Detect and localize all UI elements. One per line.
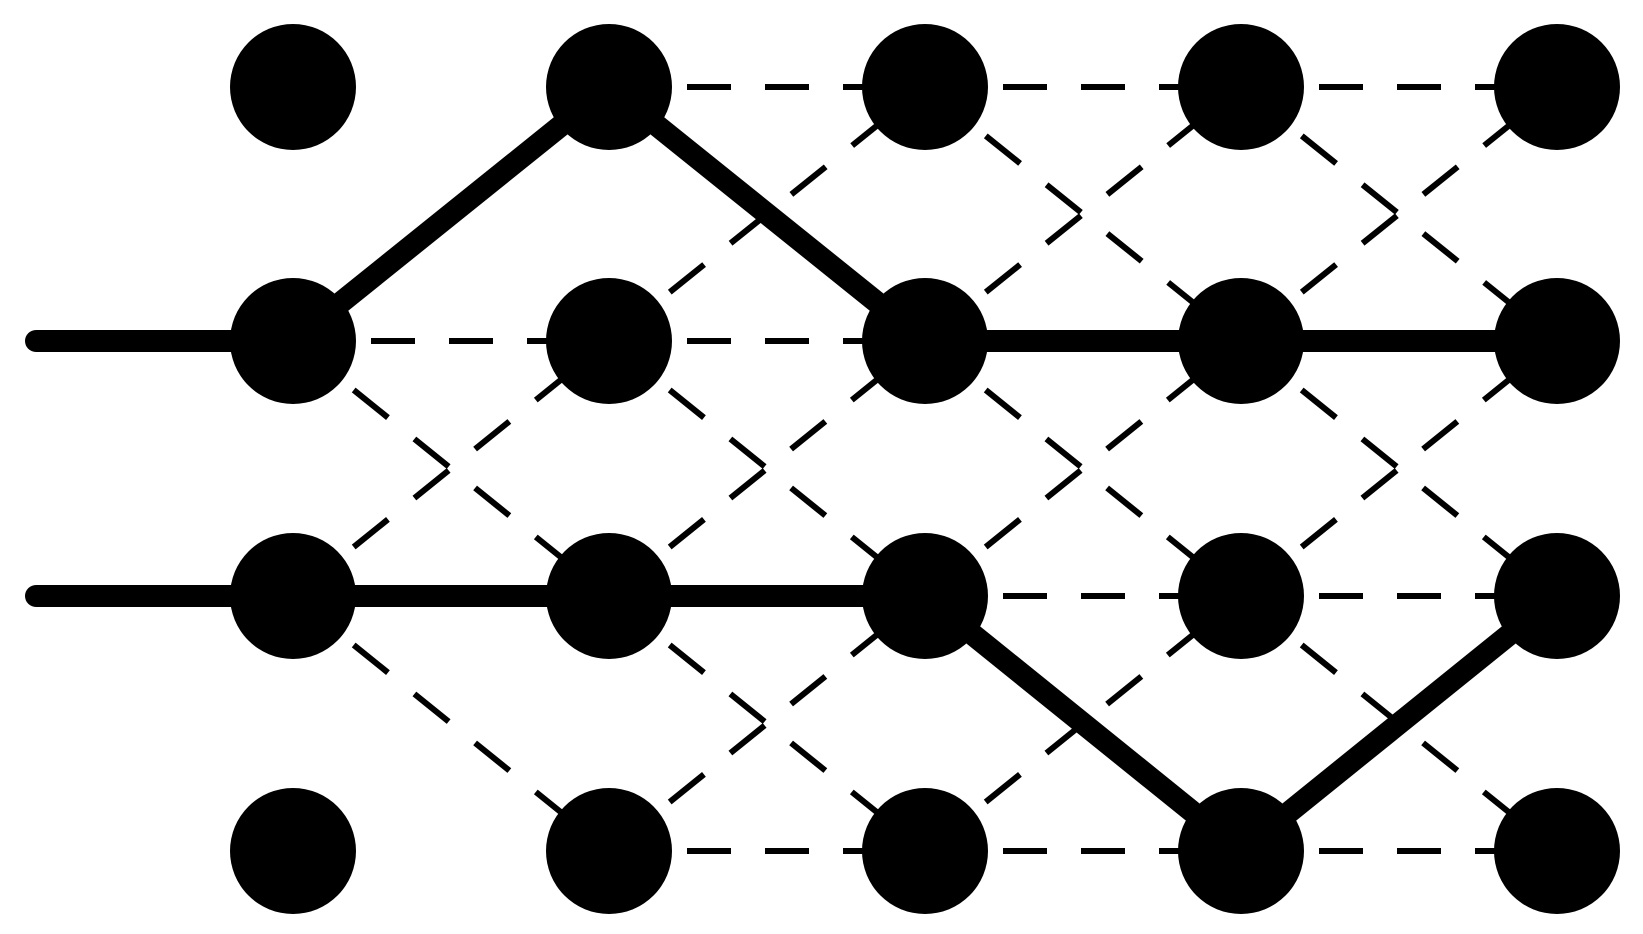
trellis-nodes-group [230, 24, 1620, 914]
trellis-node-s2-r3 [862, 788, 988, 914]
dashed-transition-3 [291, 593, 611, 854]
trellis-node-s0-r2 [230, 533, 356, 659]
trellis-node-s4-r1 [1494, 278, 1620, 404]
dashed-transition-8 [607, 338, 927, 599]
dashed-transition-16 [923, 338, 1243, 599]
trellis-node-s0-r1 [230, 278, 356, 404]
dashed-transition-21 [1239, 84, 1559, 344]
dashed-transition-7 [607, 338, 927, 599]
trellis-node-s0-r0 [230, 24, 356, 150]
dashed-transition-5 [607, 84, 927, 344]
trellis-node-s1-r3 [546, 788, 672, 914]
trellis-node-s3-r2 [1178, 533, 1304, 659]
trellis-node-s1-r1 [546, 278, 672, 404]
trellis-node-s4-r2 [1494, 533, 1620, 659]
dashed-transition-26 [1239, 593, 1559, 854]
dashed-transition-14 [923, 84, 1243, 344]
dashed-transition-18 [923, 593, 1243, 854]
trellis-node-s2-r1 [862, 278, 988, 404]
dashed-transition-9 [607, 593, 927, 854]
dashed-transition-15 [923, 338, 1243, 599]
trellis-node-s2-r2 [862, 533, 988, 659]
dashed-transition-13 [923, 84, 1243, 344]
trellis-node-s3-r0 [1178, 24, 1304, 150]
dashed-transition-2 [291, 338, 611, 599]
dashed-transition-24 [1239, 338, 1559, 599]
dashed-transition-1 [291, 338, 611, 599]
trellis-node-s4-r3 [1494, 788, 1620, 914]
trellis-node-s0-r3 [230, 788, 356, 914]
dashed-transition-23 [1239, 338, 1559, 599]
trellis-node-s3-r1 [1178, 278, 1304, 404]
dashed-transition-22 [1239, 84, 1559, 344]
trellis-node-s1-r0 [546, 24, 672, 150]
trellis-node-s4-r0 [1494, 24, 1620, 150]
trellis-node-s2-r0 [862, 24, 988, 150]
dashed-transition-10 [607, 593, 927, 854]
trellis-node-s1-r2 [546, 533, 672, 659]
survivor-paths-group [282, 76, 1568, 862]
trellis-node-s3-r3 [1178, 788, 1304, 914]
